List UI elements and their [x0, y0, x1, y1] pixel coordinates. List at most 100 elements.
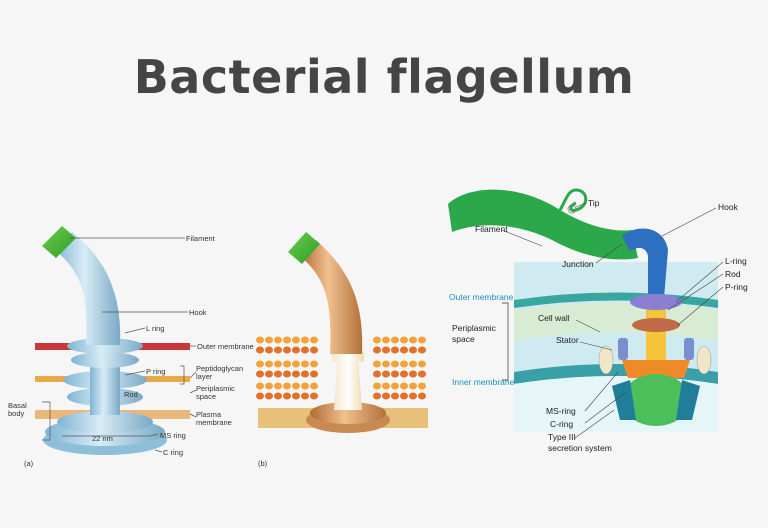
label-membrane-a: membrane [196, 418, 232, 427]
lipid-bead [265, 382, 273, 390]
hook-shape [55, 232, 121, 345]
label-secretion: secretion system [548, 443, 612, 453]
lipid-bead [418, 346, 426, 354]
lipid-bead [256, 370, 264, 378]
lipid-bead [265, 370, 273, 378]
lipid-bead [310, 360, 318, 368]
lipid-bead [400, 360, 408, 368]
label-cell-wall: Cell wall [538, 313, 570, 323]
label-periplasmic-a: Periplasmic [196, 384, 235, 393]
lipid-bead [391, 392, 399, 400]
lipid-bead [400, 336, 408, 344]
label-periplasmic-right: Periplasmic [452, 323, 497, 333]
filament-tip-curl [558, 188, 588, 212]
filament-cap-b [288, 232, 320, 264]
label-c-ring-right: C-ring [550, 419, 573, 429]
lipid-bead [301, 360, 309, 368]
diagram-a: Filament Hook L ring Outer membrane P ri… [8, 226, 254, 468]
lipid-bead [256, 360, 264, 368]
lipid-bead [373, 346, 381, 354]
label-junction: Junction [562, 259, 594, 269]
label-rod-a: Rod [124, 390, 138, 399]
lipid-bead [382, 346, 390, 354]
label-filament-a: Filament [186, 234, 216, 243]
lipid-bead [292, 360, 300, 368]
label-outer-membrane-a: Outer membrane [197, 342, 254, 351]
lipid-bead [310, 392, 318, 400]
l-ring-shape [71, 352, 139, 368]
collar-b [332, 352, 364, 362]
label-l-ring-a: L ring [146, 324, 164, 333]
lipid-bead [373, 336, 381, 344]
c-ring-dome [622, 374, 690, 426]
lipid-bead [292, 370, 300, 378]
lipid-bead [283, 392, 291, 400]
lipid-bead [292, 392, 300, 400]
lipid-bead [418, 382, 426, 390]
lipid-bead [418, 360, 426, 368]
lipid-bead [382, 382, 390, 390]
lipid-bead [382, 392, 390, 400]
lipid-bead [292, 346, 300, 354]
label-body-a: body [8, 409, 25, 418]
label-outer-membrane-right: Outer membrane [449, 292, 514, 302]
lipid-bead [400, 370, 408, 378]
lipid-bead [265, 360, 273, 368]
p-ring-right [632, 318, 680, 332]
secretion-arm-right [676, 380, 700, 420]
l-ring-right [630, 294, 682, 310]
lipid-bead [256, 336, 264, 344]
lipid-bead [274, 382, 282, 390]
diagram-b: (b) [256, 232, 428, 468]
hook-right [622, 228, 668, 298]
lipid-bead [283, 382, 291, 390]
tip-marker [567, 204, 577, 214]
lipid-bead [373, 382, 381, 390]
basal-disc-top-b [310, 402, 386, 424]
label-l-ring-right: L-ring [725, 256, 747, 266]
label-hook-a: Hook [189, 308, 207, 317]
lipid-bead [391, 360, 399, 368]
label-ms-ring-a: MS ring [160, 431, 186, 440]
hook-b [300, 240, 363, 354]
filament-right [448, 189, 638, 260]
lipid-bead [274, 346, 282, 354]
lipid-bead [274, 392, 282, 400]
lipid-bead [265, 336, 273, 344]
label-p-ring-right: P-ring [725, 282, 748, 292]
lipid-bead [301, 346, 309, 354]
shaft-b [334, 355, 362, 410]
lipid-bead [301, 336, 309, 344]
lipid-bead [301, 392, 309, 400]
label-plasma-a: Plasma [196, 410, 222, 419]
label-peptidoglycan-a: Peptidoglycan [196, 364, 243, 373]
lipid-bead [382, 336, 390, 344]
lipid-bead [391, 382, 399, 390]
lipid-bead [256, 392, 264, 400]
lipid-bead [265, 346, 273, 354]
label-hook-right: Hook [718, 202, 739, 212]
base-ring [57, 411, 153, 433]
diagram-right: Tip Hook Filament Junction L-ring Rod P-… [448, 188, 748, 453]
lipid-beads [256, 336, 426, 400]
lipid-bead [292, 382, 300, 390]
stator-bulb-left [598, 345, 614, 375]
lipid-bead [400, 346, 408, 354]
lipid-bead [310, 346, 318, 354]
lipid-bead [418, 370, 426, 378]
lipid-bead [310, 370, 318, 378]
lipid-bead [382, 370, 390, 378]
lipid-bead [274, 370, 282, 378]
panel-label-a: (a) [24, 459, 34, 468]
lipid-bead [391, 370, 399, 378]
label-space-a: space [196, 392, 216, 401]
stator-right-right [684, 338, 694, 360]
lipid-bead [409, 392, 417, 400]
lipid-bead [409, 370, 417, 378]
lipid-bead [310, 336, 318, 344]
label-filament-right: Filament [475, 224, 508, 234]
lipid-bead [256, 346, 264, 354]
label-inner-membrane-right: Inner membrane [452, 377, 515, 387]
lipid-bead [391, 346, 399, 354]
